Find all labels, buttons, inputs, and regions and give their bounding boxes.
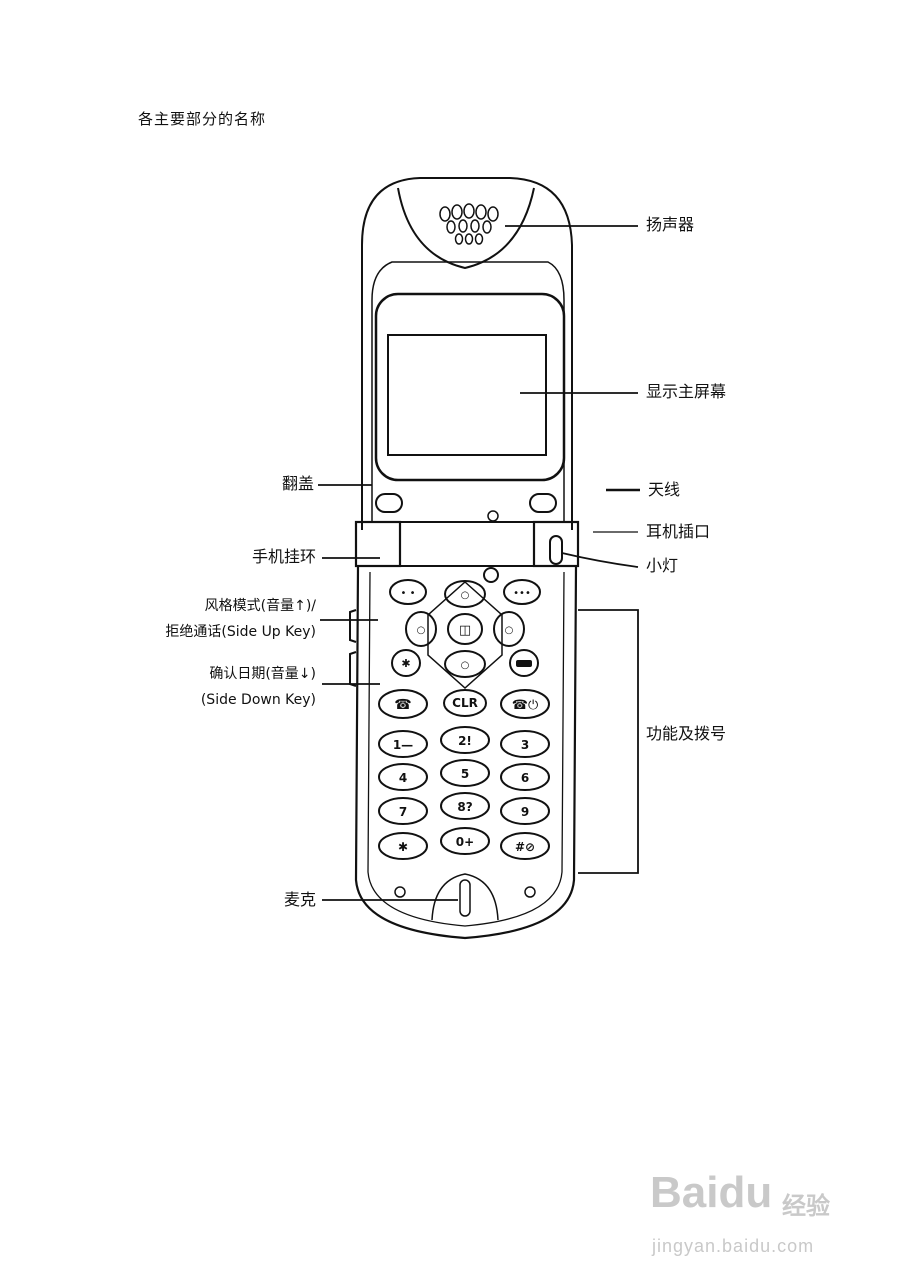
flip-body (361, 177, 573, 530)
antenna-dot (483, 567, 499, 583)
number-keypad (378, 726, 550, 860)
extra-key (509, 649, 539, 677)
nav-down-icon: ○ (461, 660, 470, 671)
style-mode-label-line2: 拒绝通话(Side Up Key) (165, 624, 316, 640)
send-key-icon: ☎ (394, 697, 411, 713)
key-4: 4 (399, 771, 407, 785)
display-label: 显示主屏幕 (646, 382, 727, 401)
function-dial-label: 功能及拨号 (646, 724, 727, 743)
end-key-icon: ☎⏻ (512, 698, 538, 713)
date-confirm-label-line2: (Side Down Key) (200, 692, 316, 708)
light-leader (561, 552, 639, 568)
key-1: 1— (393, 738, 413, 752)
watermark-brand: Baidu (650, 1168, 773, 1217)
nav-up-icon: ○ (461, 590, 470, 601)
strap-ring-label: 手机挂环 (251, 547, 316, 566)
date-confirm-label-line1: 确认日期(音量↓) (209, 666, 316, 682)
earphone-jack-label: 耳机插口 (646, 522, 711, 541)
nav-cluster (389, 579, 541, 690)
key-5: 5 (461, 767, 469, 781)
key-8: 8? (457, 800, 472, 814)
key-0: 0+ (456, 835, 474, 849)
menu-key (391, 649, 421, 677)
speaker-label: 扬声器 (646, 215, 695, 234)
clr-key (443, 689, 487, 717)
soft-left-key (389, 579, 427, 605)
watermark-product: 经验 (782, 1192, 830, 1220)
soft-left-icon: • • (401, 588, 416, 599)
key-hash: #⊘ (515, 840, 535, 854)
flip-inner-outline (371, 261, 565, 522)
key-3: 3 (521, 738, 529, 752)
microphone (459, 879, 471, 917)
antenna-label: 天线 (648, 480, 681, 499)
microphone-label: 麦克 (283, 890, 316, 909)
watermark-url: jingyan.baidu.com (652, 1236, 815, 1256)
send-key (378, 689, 428, 719)
nav-left-icon: ○ (417, 625, 426, 636)
nav-center-icon: ◫ (459, 623, 471, 638)
style-mode-label-line1: 风格模式(音量↑)/ (204, 598, 316, 614)
flip-sensor (487, 510, 499, 522)
screen-frame (374, 292, 566, 482)
soft-right-key (503, 579, 541, 605)
screw-left (394, 886, 406, 898)
key-7: 7 (399, 805, 407, 819)
main-display (387, 334, 547, 456)
key-6: 6 (521, 771, 529, 785)
flip-label: 翻盖 (281, 474, 314, 493)
flip-left-pad (375, 493, 403, 513)
nav-center-key (447, 613, 483, 645)
nav-down-key (444, 650, 486, 678)
nav-right-key (493, 611, 525, 647)
hinge-bar (355, 521, 579, 567)
side-up-key (349, 609, 357, 643)
lower-body (354, 565, 578, 940)
nav-right-icon: ○ (505, 625, 514, 636)
nav-left-key (405, 611, 437, 647)
clr-key-label: CLR (452, 696, 478, 710)
key-9: 9 (521, 805, 529, 819)
key-star: ✱ (398, 840, 408, 854)
end-key (500, 689, 550, 719)
indicator-light (549, 535, 563, 565)
soft-right-icon: ••• (513, 588, 531, 599)
mic-hood (431, 873, 499, 921)
key-2: 2! (458, 734, 472, 748)
extra-key-icon (516, 660, 532, 667)
page-heading: 各主要部分的名称 (138, 110, 267, 128)
menu-key-icon: ✱ (401, 657, 410, 670)
flip-right-pad (529, 493, 557, 513)
hinge-right-knuckle (532, 520, 580, 568)
watermark: Baidu 经验 jingyan.baidu.com (632, 1168, 872, 1278)
lower-inner-outline (367, 571, 565, 927)
screw-right (524, 886, 536, 898)
nav-up-key (444, 580, 486, 608)
leader-lines (318, 225, 640, 901)
speaker-hood (397, 187, 535, 270)
hinge-left-knuckle (354, 520, 402, 568)
indicator-light-label: 小灯 (646, 556, 679, 575)
function-bracket (578, 609, 639, 874)
speaker-holes (439, 203, 499, 245)
side-down-key (349, 651, 357, 687)
